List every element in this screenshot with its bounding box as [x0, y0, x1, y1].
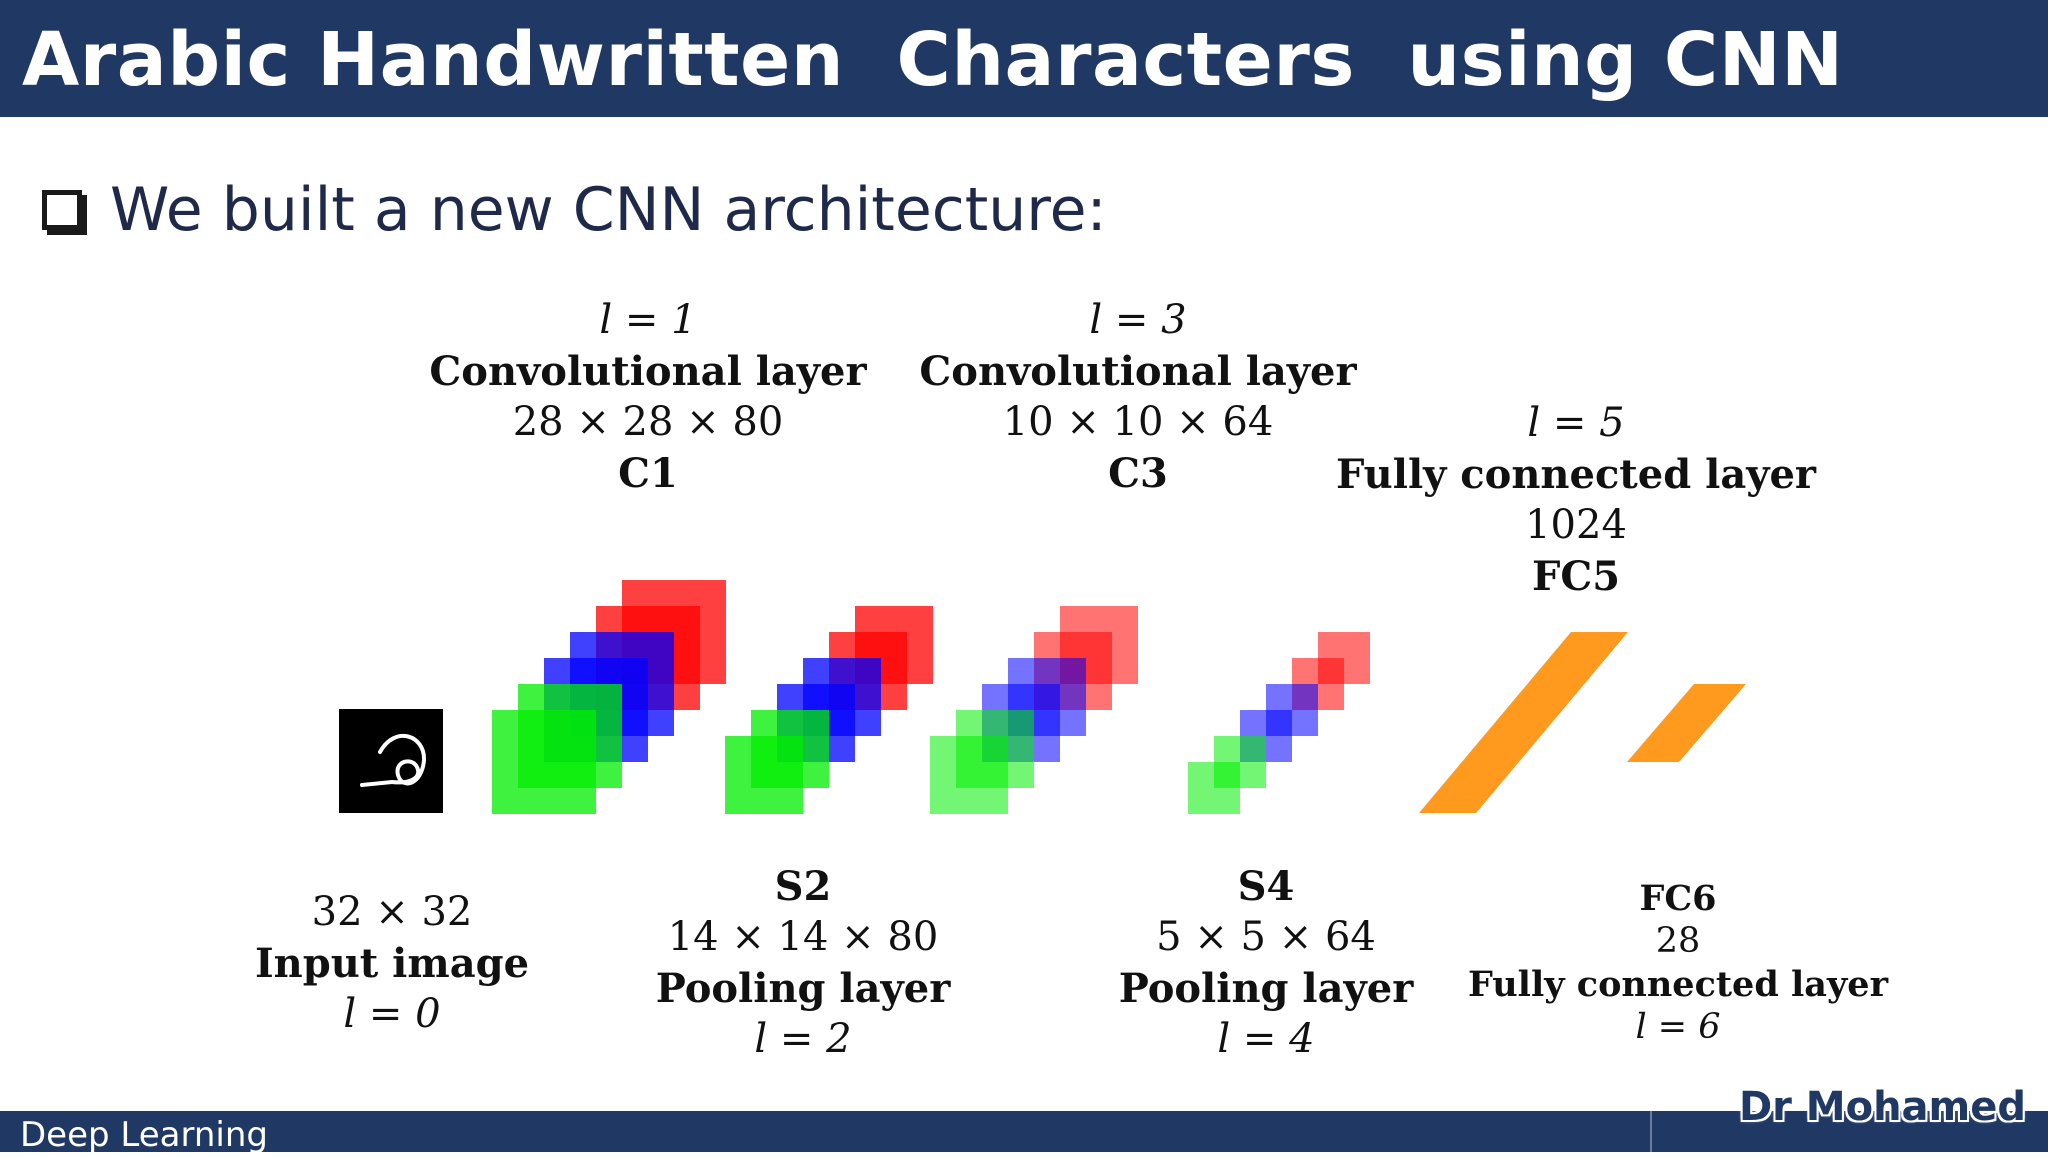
checkbox-bullet-icon: [42, 190, 82, 230]
s4-level: l = 4: [1217, 1016, 1315, 1062]
label-fc6: FC6 28 Fully connected layer l = 6: [1418, 877, 1938, 1049]
fc5-type: Fully connected layer: [1335, 451, 1817, 498]
label-s4: S4 5 × 5 × 64 Pooling layer l = 4: [1006, 861, 1526, 1065]
input-type: Input image: [254, 940, 530, 987]
label-fc5: l = 5 Fully connected layer 1024 FC5: [1316, 398, 1836, 602]
fc6-layer-shape: [1627, 684, 1746, 762]
s2-name: S2: [774, 863, 832, 910]
c1-map-green-front: [492, 710, 596, 814]
c1-feature-maps: [492, 580, 726, 814]
s2-dims: 14 × 14 × 80: [667, 914, 939, 960]
fc6-dims: 28: [1655, 921, 1701, 961]
handwritten-character: [360, 733, 427, 787]
title-bar: [0, 0, 2048, 117]
bullet-text: We built a new CNN architecture:: [110, 175, 1107, 245]
footer-bar: [0, 1111, 2048, 1152]
c1-dims: 28 × 28 × 80: [512, 399, 784, 445]
s2-level: l = 2: [754, 1016, 852, 1062]
c1-name: C1: [618, 450, 678, 497]
s2-map-green-front: [725, 736, 803, 814]
label-input: 32 × 32 Input image l = 0: [132, 887, 652, 1040]
c3-name: C3: [1108, 450, 1168, 497]
s2-feature-maps: [725, 606, 933, 814]
footer-separator: [1650, 1111, 1652, 1152]
s4-type: Pooling layer: [1118, 965, 1414, 1012]
footer-course-title: Deep Learning: [20, 1115, 269, 1155]
label-s2: S2 14 × 14 × 80 Pooling layer l = 2: [543, 861, 1063, 1065]
label-c3: l = 3 Convolutional layer 10 × 10 × 64 C…: [878, 295, 1398, 499]
fc6-level: l = 6: [1635, 1007, 1721, 1047]
fc5-name: FC5: [1531, 553, 1621, 600]
s4-map-green-front: [1188, 762, 1240, 814]
c3-type: Convolutional layer: [919, 348, 1357, 395]
fc6-type: Fully connected layer: [1467, 964, 1889, 1005]
fc5-level: l = 5: [1527, 400, 1625, 446]
s2-type: Pooling layer: [655, 965, 951, 1012]
fc5-layer-shape: [1419, 632, 1628, 813]
input-level: l = 0: [343, 991, 441, 1037]
c1-level: l = 1: [599, 297, 697, 343]
fc5-dims: 1024: [1525, 502, 1627, 548]
s4-name: S4: [1237, 863, 1295, 910]
s4-feature-maps: [1188, 632, 1370, 814]
c3-map-green-front: [930, 736, 1008, 814]
s4-dims: 5 × 5 × 64: [1156, 914, 1376, 960]
c3-dims: 10 × 10 × 64: [1002, 399, 1274, 445]
bullet-row: We built a new CNN architecture:: [42, 170, 1107, 250]
c1-type: Convolutional layer: [429, 348, 867, 395]
slide-title: Arabic Handwritten Characters using CNN: [22, 17, 1844, 103]
label-c1: l = 1 Convolutional layer 28 × 28 × 80 C…: [388, 295, 908, 499]
c3-level: l = 3: [1089, 297, 1187, 343]
footer-author: Dr Mohamed: [1738, 1084, 2026, 1130]
c3-feature-maps: [930, 606, 1138, 814]
fc6-name: FC6: [1639, 878, 1717, 919]
input-dims: 32 × 32: [311, 889, 473, 935]
input-image: [339, 709, 443, 813]
